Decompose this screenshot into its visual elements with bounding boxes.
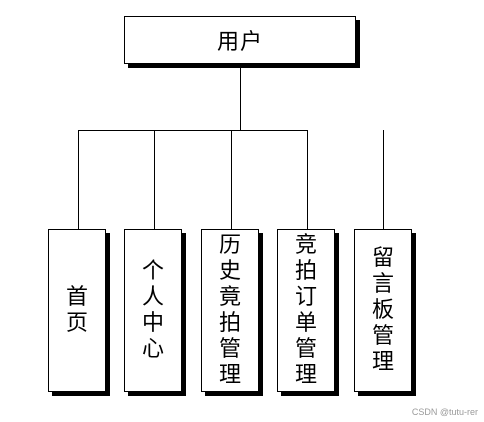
- leaf-char: 管: [294, 336, 317, 362]
- leaf-node-home: 首 页: [48, 229, 106, 392]
- leaf-char: 拍: [294, 258, 317, 284]
- root-node-label: 用户: [216, 30, 263, 55]
- root-node-user: 用户: [124, 16, 356, 64]
- leaf-char: 中: [141, 310, 164, 336]
- leaf-char: 订: [294, 284, 317, 310]
- horizontal-connector: [78, 130, 308, 131]
- branch-connector-2: [154, 130, 155, 229]
- leaf-node-message-board: 留 言 板 管 理: [354, 229, 412, 392]
- leaf-char: 单: [294, 310, 317, 336]
- leaf-node-auction-history: 历 史 竟 拍 管 理: [201, 229, 259, 392]
- leaf-char: 理: [371, 349, 394, 375]
- leaf-char: 竞: [294, 232, 317, 258]
- leaf-node-auction-orders: 竞 拍 订 单 管 理: [277, 229, 335, 392]
- leaf-char: 心: [141, 336, 164, 362]
- leaf-node-personal-center: 个 人 中 心: [124, 229, 182, 392]
- leaf-char: 人: [141, 284, 164, 310]
- branch-connector-1: [78, 130, 79, 229]
- trunk-connector: [240, 64, 241, 130]
- leaf-char: 首: [65, 284, 88, 310]
- branch-connector-4: [307, 130, 308, 229]
- leaf-char: 板: [371, 297, 394, 323]
- leaf-char: 个: [141, 258, 164, 284]
- leaf-char: 理: [218, 362, 241, 388]
- branch-connector-3: [231, 130, 232, 229]
- leaf-char: 史: [218, 258, 241, 284]
- leaf-char: 页: [65, 310, 88, 336]
- leaf-char: 历: [218, 232, 241, 258]
- leaf-char: 理: [294, 362, 317, 388]
- watermark: CSDN @tutu-rer: [411, 407, 478, 417]
- branch-connector-5: [383, 130, 384, 229]
- leaf-char: 管: [371, 323, 394, 349]
- leaf-char: 留: [371, 245, 394, 271]
- leaf-char: 言: [371, 271, 394, 297]
- leaf-char: 管: [218, 336, 241, 362]
- leaf-char: 竟: [218, 284, 241, 310]
- leaf-char: 拍: [218, 310, 241, 336]
